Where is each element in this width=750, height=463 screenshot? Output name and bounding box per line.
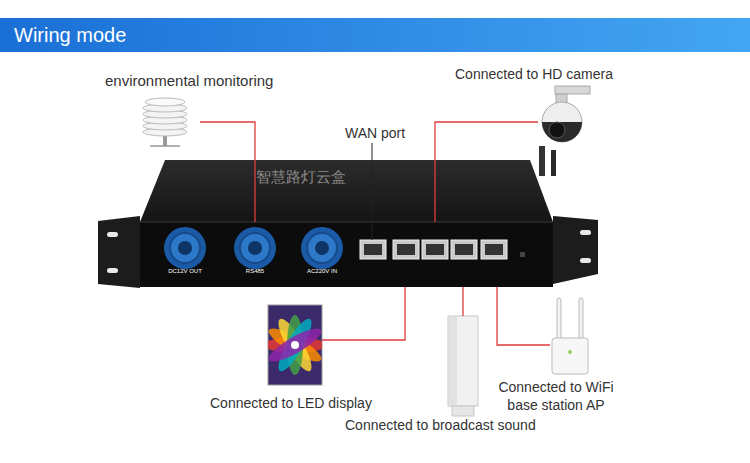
- speaker-illustration: [448, 316, 478, 416]
- wifi-ap-illustration: [552, 298, 588, 374]
- port-socket: [426, 244, 444, 255]
- port-frame: [422, 240, 448, 259]
- connector-shell: [234, 227, 276, 269]
- device-edge: [140, 222, 553, 223]
- ap-antenna: [557, 298, 561, 343]
- port-frame: [451, 240, 477, 259]
- connector-core: [178, 241, 192, 255]
- device-node: Connected to WiFi base station AP: [550, 298, 590, 376]
- speaker-column: [448, 316, 478, 406]
- port-label: WAN port: [345, 125, 435, 142]
- device-node: environmental monitoring: [135, 100, 200, 145]
- sensor-bracket: [150, 145, 180, 147]
- device-node: Connected to HD camera: [538, 88, 590, 150]
- ap-antenna: [579, 298, 583, 343]
- mounting-slot: [580, 258, 591, 263]
- color-petal: [273, 315, 317, 375]
- connector-cap: [170, 233, 200, 263]
- port-frame: [481, 240, 507, 259]
- rj45-port: [481, 240, 507, 259]
- port-socket: [364, 244, 382, 255]
- mounting-slot: [107, 268, 118, 273]
- node-label: Connected to WiFi base station AP: [492, 378, 620, 414]
- connector-shell: [301, 227, 343, 269]
- connector-cap: [307, 233, 337, 263]
- port-socket: [397, 244, 415, 255]
- rj45-port: [393, 240, 419, 259]
- mounting-slot: [580, 230, 591, 235]
- header-bar: [0, 18, 750, 52]
- round-connector: [164, 227, 206, 269]
- color-petal: [273, 315, 317, 375]
- camera-housing: [542, 102, 582, 142]
- mounting-flange: [553, 216, 598, 284]
- connector-cap: [240, 233, 270, 263]
- camera-lens: [549, 122, 565, 138]
- rj45-port: [451, 240, 477, 259]
- wire-connector: [322, 287, 405, 340]
- node-label: Connected to LED display: [210, 394, 400, 412]
- port-frame: [393, 240, 419, 259]
- connector-label: RS485: [230, 268, 280, 275]
- color-petal: [268, 323, 322, 367]
- round-connector: [234, 227, 276, 269]
- mounting-flange: [98, 216, 140, 288]
- display-image: [268, 315, 322, 375]
- page-title: Wiring mode: [14, 23, 126, 47]
- node-label: environmental monitoring: [105, 71, 315, 90]
- rj45-port: [422, 240, 448, 259]
- node-label: 智慧路灯云盒: [256, 167, 366, 186]
- connector-core: [248, 241, 262, 255]
- sensor-cap: [145, 98, 185, 106]
- connector-label: DC12V OUT: [160, 268, 210, 275]
- speaker-base: [452, 406, 474, 416]
- ap-body: [552, 338, 588, 374]
- port-socket: [455, 244, 473, 255]
- connector-shell: [164, 227, 206, 269]
- camera-illustration: [542, 86, 590, 142]
- wire-connector: [497, 287, 550, 345]
- node-label: Connected to broadcast sound: [345, 416, 575, 434]
- antenna: [551, 150, 556, 176]
- port-socket: [485, 244, 503, 255]
- wire-connector: [462, 287, 463, 316]
- mounting-slot: [107, 232, 118, 237]
- led-display-illustration: [265, 305, 325, 385]
- device-front-face: [140, 222, 553, 287]
- connector-core: [315, 241, 329, 255]
- port-frame: [360, 240, 386, 259]
- speaker-shade: [449, 317, 457, 405]
- wire-connector: [200, 122, 255, 222]
- camera-dome: [542, 122, 582, 142]
- indicator-led: [520, 252, 525, 257]
- round-connector: [301, 227, 343, 269]
- rj45-port: [360, 240, 386, 259]
- color-center: [291, 341, 299, 349]
- node-label: Connected to HD camera: [455, 65, 635, 83]
- device-node: Connected to LED display: [268, 305, 322, 385]
- device-top-face: [140, 160, 553, 222]
- sensor-illustration: [143, 98, 187, 146]
- ap-light: [568, 350, 572, 354]
- camera-arm: [555, 86, 590, 94]
- leader-line: [372, 143, 373, 240]
- wire-connector: [435, 122, 538, 222]
- device-node: 智慧路灯云盒: [140, 222, 553, 287]
- antenna: [539, 146, 545, 176]
- device-node: Connected to broadcast sound: [448, 316, 478, 416]
- connector-label: AC220V IN: [297, 268, 347, 275]
